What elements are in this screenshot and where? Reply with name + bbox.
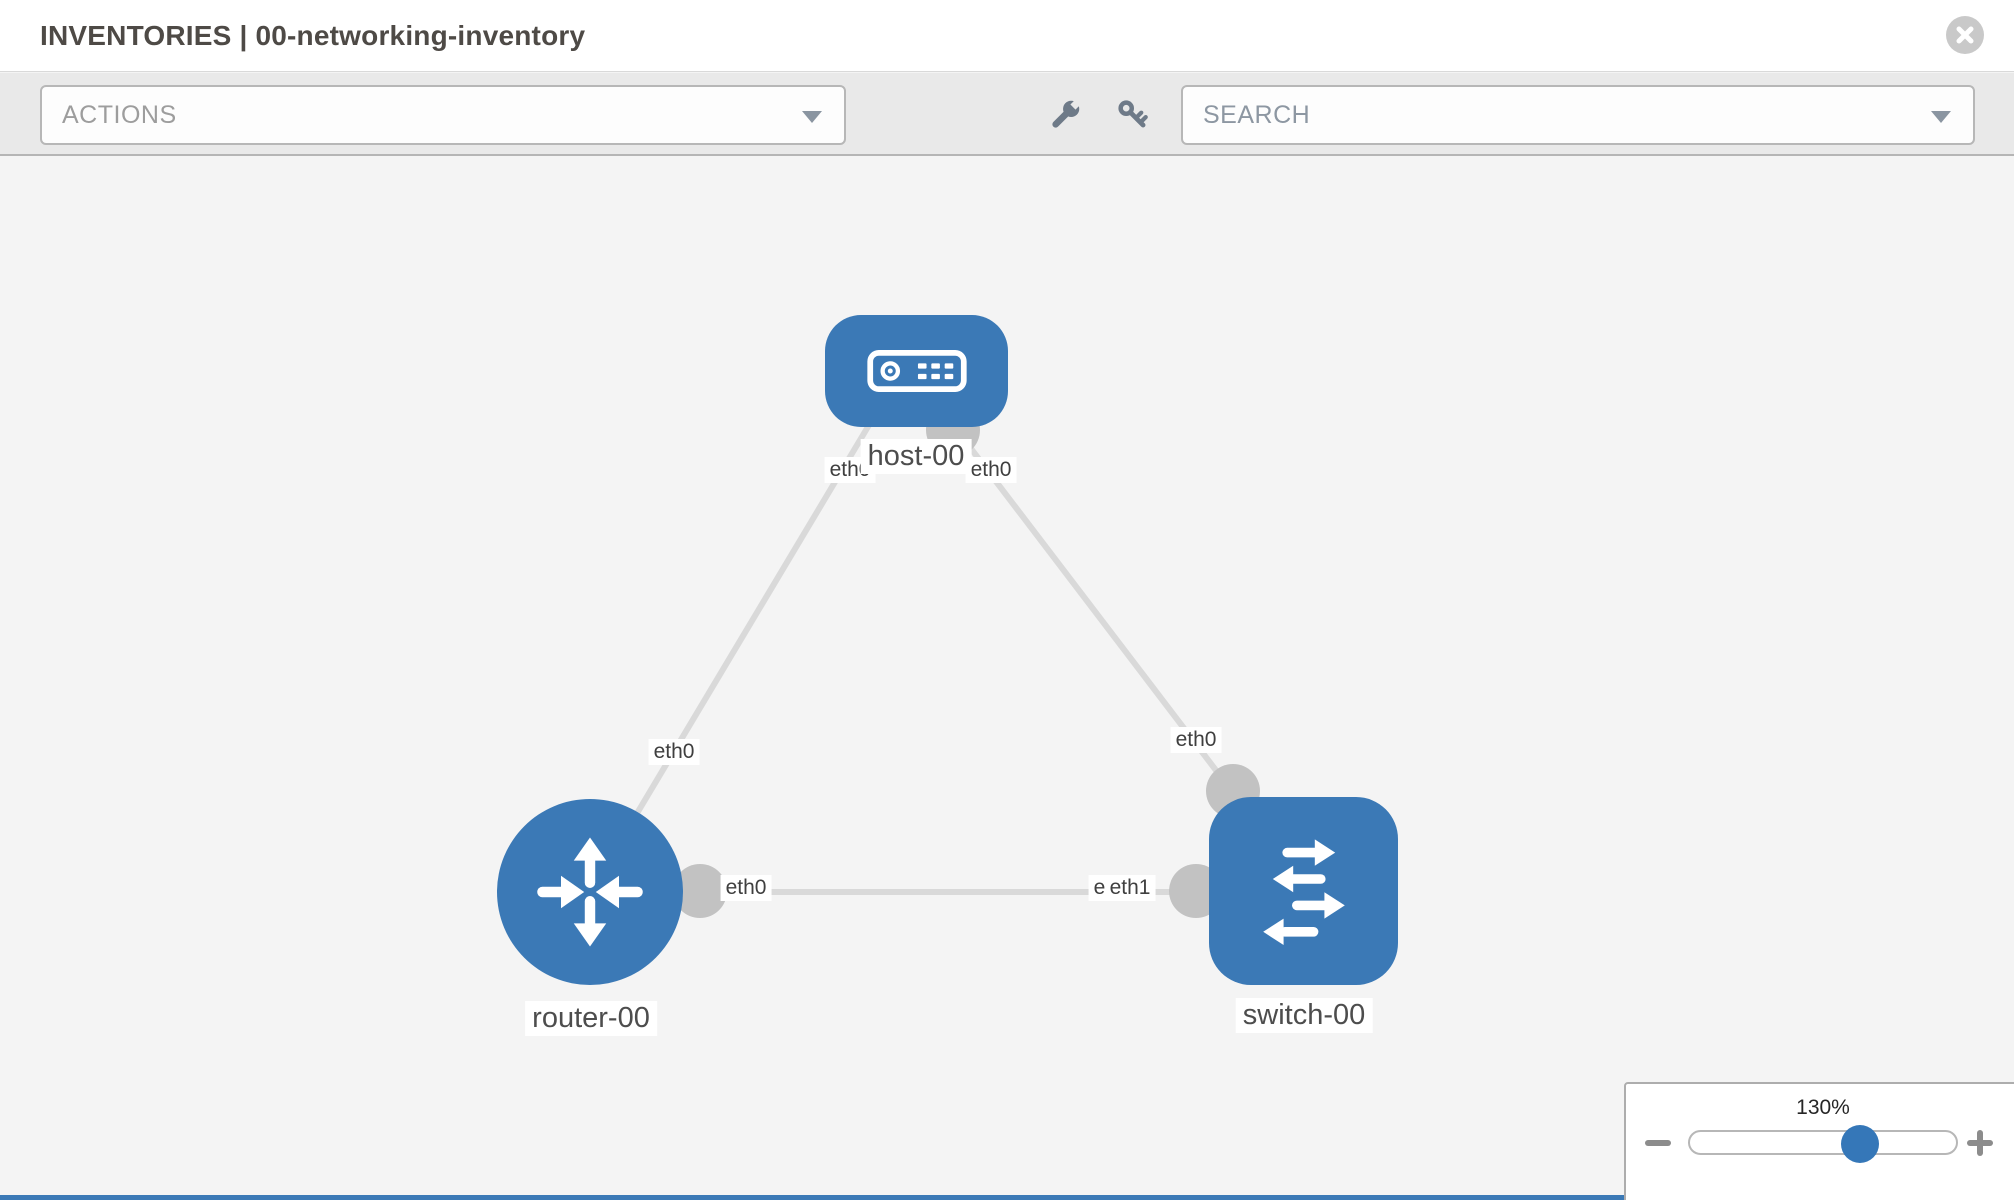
- zoom-control-panel: 130%: [1624, 1082, 2014, 1200]
- switch-arrows-icon: [1262, 839, 1345, 945]
- node-label-host-00: host-00: [860, 439, 972, 474]
- key-icon[interactable]: [1115, 97, 1151, 133]
- interface-label-router-eth0-to-host: eth0: [648, 739, 700, 765]
- node-switch-00[interactable]: [1209, 797, 1398, 985]
- actions-dropdown-label: ACTIONS: [62, 100, 177, 129]
- node-label-switch-00: switch-00: [1235, 998, 1373, 1033]
- zoom-in-button[interactable]: [1966, 1124, 1994, 1162]
- actions-dropdown[interactable]: ACTIONS: [40, 85, 846, 145]
- node-host-00[interactable]: [825, 315, 1008, 427]
- server-icon: [866, 350, 967, 392]
- router-arrows-icon: [537, 837, 643, 947]
- plus-icon: [1967, 1130, 1993, 1156]
- zoom-slider-track[interactable]: [1688, 1130, 1958, 1155]
- chevron-down-icon: [1931, 111, 1951, 123]
- header: INVENTORIES | 00-networking-inventory: [0, 0, 2014, 72]
- chevron-down-icon: [802, 111, 822, 123]
- search-input[interactable]: [1203, 100, 1883, 130]
- search-box[interactable]: [1181, 85, 1975, 145]
- endpoint-router-eth0[interactable]: [673, 864, 727, 918]
- toolbar: ACTIONS: [0, 73, 2014, 156]
- zoom-out-button[interactable]: [1644, 1124, 1672, 1162]
- footer-accent-bar: [0, 1195, 1642, 1200]
- link-host-switch[interactable]: [950, 423, 1253, 817]
- close-icon: [1956, 26, 1974, 44]
- zoom-level-value: 130%: [1796, 1096, 1850, 1119]
- node-router-00[interactable]: [497, 799, 683, 985]
- page-title: INVENTORIES | 00-networking-inventory: [40, 20, 586, 51]
- minus-icon: [1645, 1140, 1671, 1146]
- interface-label-switch-eth0-to-host: eth0: [1170, 727, 1222, 753]
- interface-label-host-eth0-to-switch: eth0: [965, 457, 1017, 483]
- zoom-slider-thumb[interactable]: [1841, 1125, 1879, 1163]
- interface-label-switch-eth1-over: eth1: [1104, 875, 1156, 901]
- topology-canvas[interactable]: host-00 router-00 switch-00 eth0 eth0 et…: [0, 156, 2014, 1200]
- wrench-icon[interactable]: [1047, 97, 1083, 133]
- node-label-router-00: router-00: [525, 1001, 657, 1036]
- interface-label-router-eth0-to-switch: eth0: [720, 875, 772, 901]
- close-button[interactable]: [1946, 16, 1984, 54]
